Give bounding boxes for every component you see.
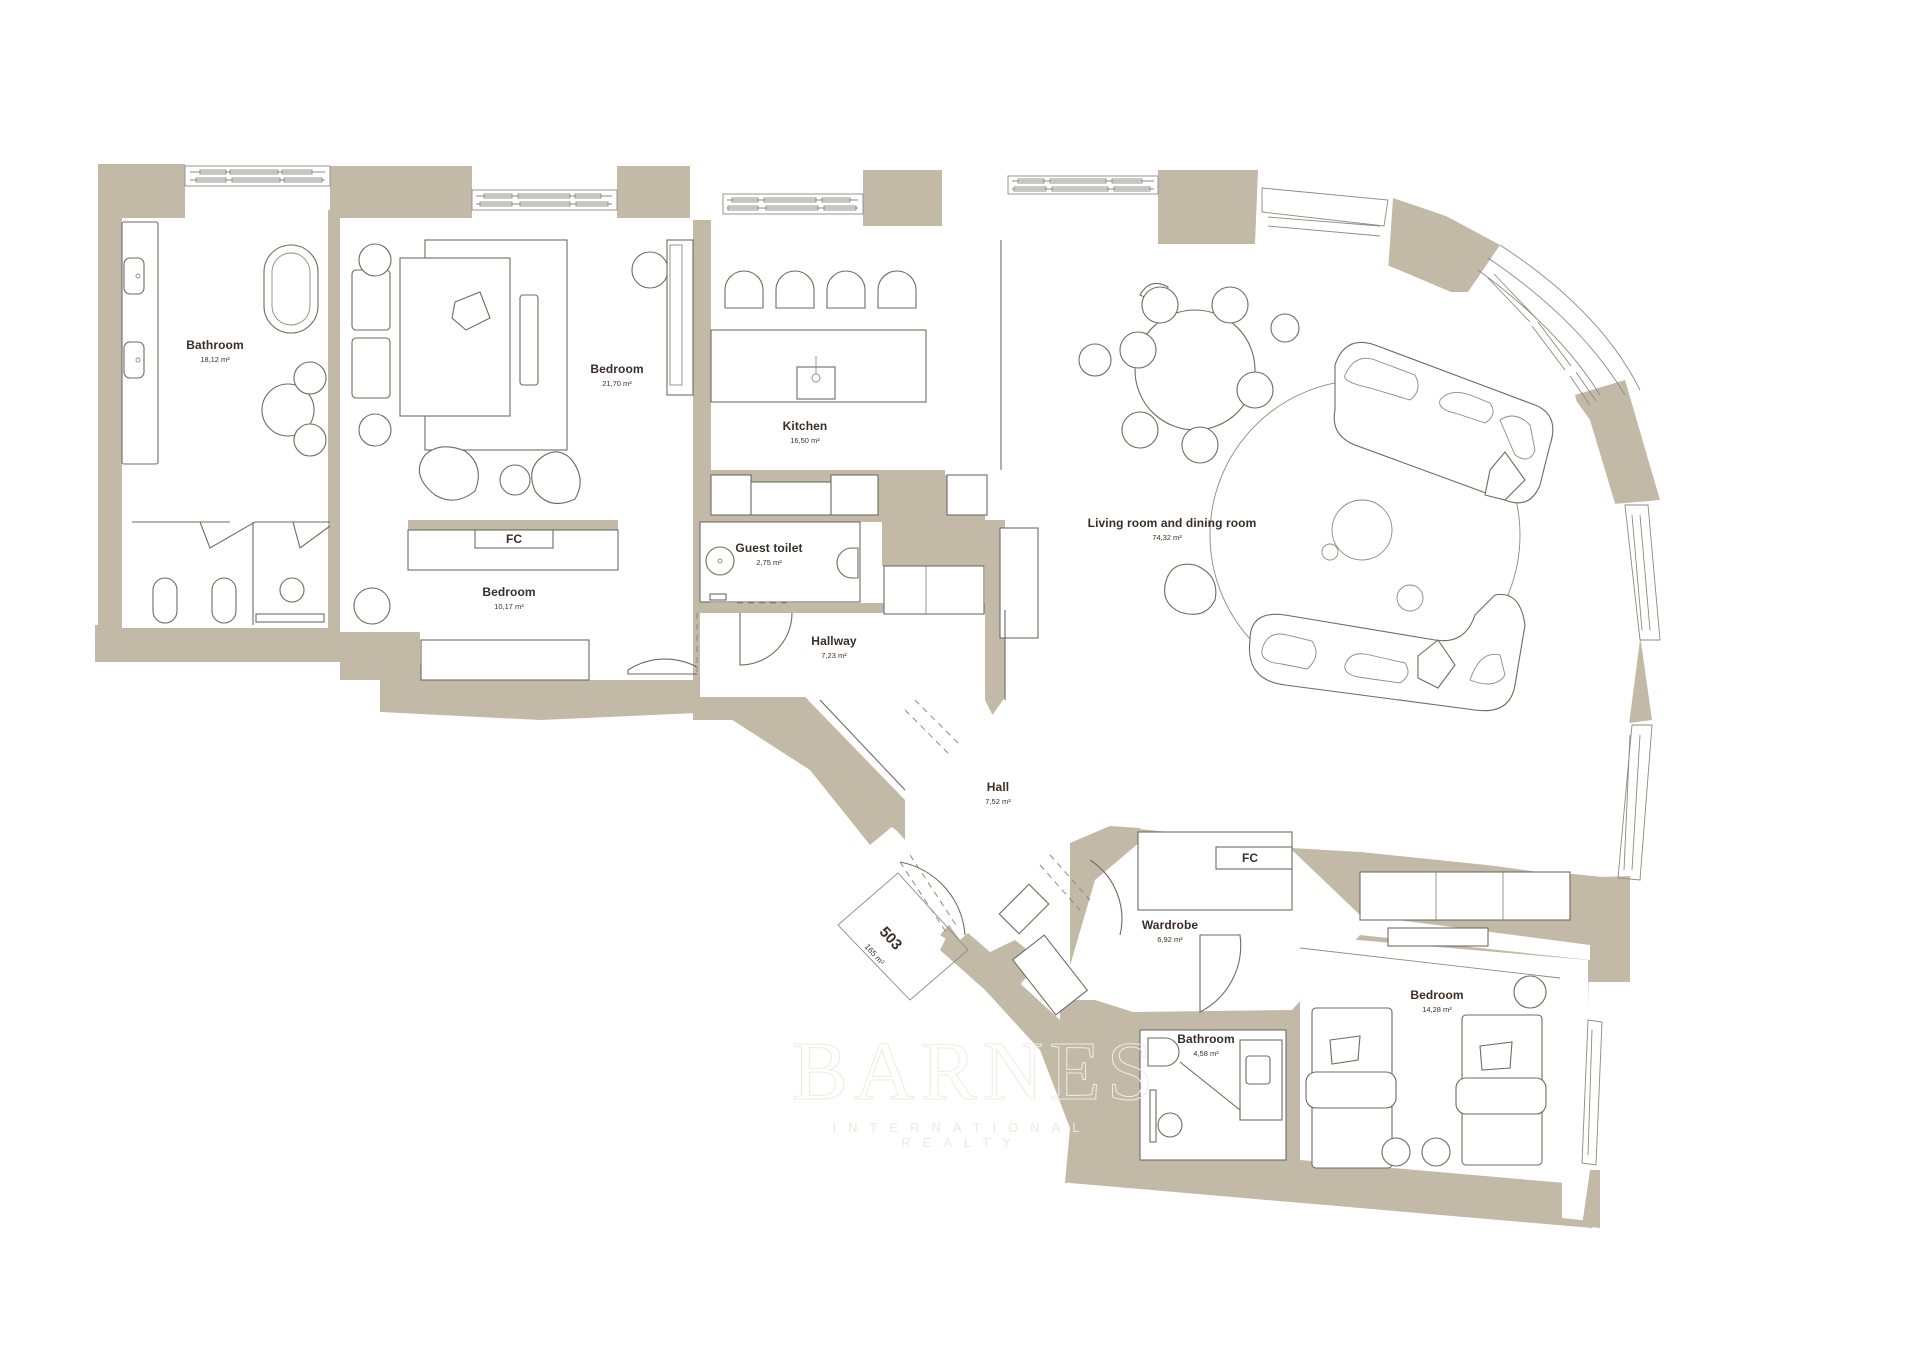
room-label-bathroom-1: Bathroom 18,12 m² bbox=[186, 338, 243, 364]
room-area: 14,28 m² bbox=[1422, 1005, 1452, 1014]
room-area: 2,75 m² bbox=[756, 558, 782, 567]
windows bbox=[184, 165, 1661, 1166]
room-name: Kitchen bbox=[782, 419, 828, 433]
room-label-living-dining: Living room and dining room 74,32 m² bbox=[1088, 516, 1257, 542]
closet-label-fc-1: FC bbox=[506, 532, 522, 546]
room-area: 16,50 m² bbox=[790, 436, 820, 445]
room-label-kitchen: Kitchen 16,50 m² bbox=[783, 419, 828, 445]
room-area: 10,17 m² bbox=[494, 602, 524, 611]
room-label-wardrobe: Wardrobe 6,92 m² bbox=[1142, 918, 1198, 944]
closet-label-fc-2: FC bbox=[1242, 851, 1258, 865]
entry-door-and-hall bbox=[837, 854, 1123, 1016]
room-label-bathroom-2: Bathroom 4,58 m² bbox=[1177, 1032, 1234, 1058]
bedroom-1-furniture bbox=[351, 239, 694, 505]
room-name: Living room and dining room bbox=[1087, 516, 1257, 530]
room-label-bedroom-1: Bedroom 21,70 m² bbox=[590, 362, 643, 388]
brand-watermark: BARNES INTERNATIONAL REALTY bbox=[792, 1025, 1160, 1150]
room-name: Bathroom bbox=[1177, 1032, 1235, 1046]
room-name: Wardrobe bbox=[1141, 918, 1199, 932]
room-label-hall: Hall 7,52 m² bbox=[985, 780, 1010, 806]
room-name: Hallway bbox=[811, 634, 857, 648]
bedroom-2-furniture bbox=[353, 520, 698, 681]
bathroom-1-fixtures bbox=[121, 221, 331, 625]
room-label-guest-toilet: Guest toilet 2,75 m² bbox=[735, 541, 802, 567]
room-area: 4,58 m² bbox=[1193, 1049, 1219, 1058]
room-area: 7,23 m² bbox=[821, 651, 847, 660]
living-dining-furniture bbox=[1004, 282, 1554, 712]
room-area: 18,12 m² bbox=[200, 355, 230, 364]
room-label-bedroom-3: Bedroom 14,28 m² bbox=[1410, 988, 1463, 1014]
kitchen-furniture bbox=[710, 240, 1002, 516]
watermark-brand: BARNES bbox=[792, 1025, 1160, 1118]
room-area: 74,32 m² bbox=[1152, 533, 1182, 542]
hallway-furniture bbox=[819, 527, 1039, 791]
watermark-tagline: INTERNATIONAL REALTY bbox=[832, 1120, 1092, 1150]
room-name: Guest toilet bbox=[735, 541, 803, 555]
wardrobe-bedroom-3-furniture bbox=[1137, 831, 1571, 1169]
room-area: 7,52 m² bbox=[985, 797, 1011, 806]
room-name: Bathroom bbox=[186, 338, 244, 352]
room-name: Bedroom bbox=[590, 362, 644, 376]
room-area: 6,92 m² bbox=[1157, 935, 1183, 944]
room-label-bedroom-2: Bedroom 10,17 m² bbox=[482, 585, 535, 611]
room-label-hallway: Hallway 7,23 m² bbox=[811, 634, 856, 660]
room-name: Hall bbox=[986, 780, 1010, 794]
guest-toilet-fixtures bbox=[699, 521, 861, 666]
room-name: Bedroom bbox=[1410, 988, 1464, 1002]
room-name: Bedroom bbox=[482, 585, 536, 599]
room-area: 21,70 m² bbox=[602, 379, 632, 388]
